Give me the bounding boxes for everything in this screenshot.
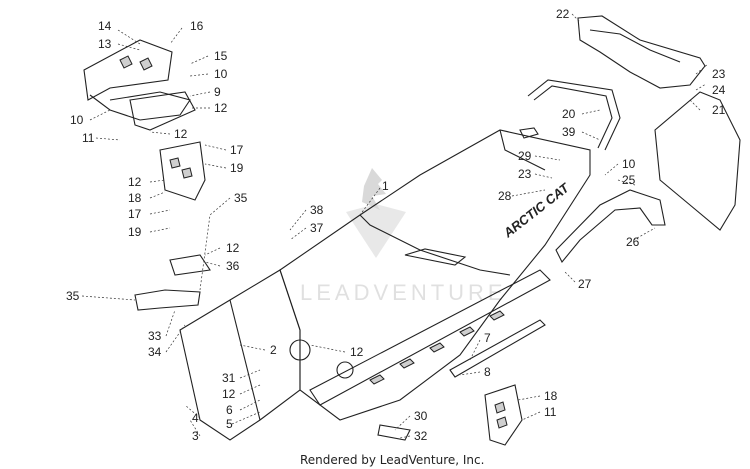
callout-37: 37 xyxy=(310,221,324,235)
callout-25: 25 xyxy=(622,173,636,187)
tunnel xyxy=(279,127,591,421)
side-panel xyxy=(654,91,741,231)
footrest-plate xyxy=(159,141,206,201)
lower-bracket xyxy=(377,424,411,441)
rear-plate xyxy=(484,384,523,446)
callout-12: 12 xyxy=(222,387,236,401)
hood-panel xyxy=(577,15,706,89)
callout-18: 18 xyxy=(128,191,142,205)
callout-12: 12 xyxy=(214,101,228,115)
watermark-text: LEADVENTURE xyxy=(300,280,507,305)
callout-16: 16 xyxy=(190,19,204,33)
callout-18: 18 xyxy=(544,389,558,403)
leader-lines xyxy=(81,13,709,439)
callout-14: 14 xyxy=(98,19,112,33)
callout-39: 39 xyxy=(562,125,576,139)
track-guide xyxy=(449,319,546,378)
callout-12: 12 xyxy=(174,127,188,141)
callout-15: 15 xyxy=(214,49,228,63)
callout-23: 23 xyxy=(518,167,532,181)
callout-27: 27 xyxy=(578,277,592,291)
callout-12: 12 xyxy=(128,175,142,189)
callout-12: 12 xyxy=(350,345,364,359)
front-bulkhead xyxy=(179,269,354,441)
callout-11: 11 xyxy=(544,405,557,419)
callout-10: 10 xyxy=(70,113,84,127)
callout-9: 9 xyxy=(214,85,221,99)
callout-19: 19 xyxy=(128,225,142,239)
side-rail xyxy=(309,269,551,406)
callout-10: 10 xyxy=(214,67,228,81)
callout-11: 11 xyxy=(82,131,95,145)
watermark-logo: LEADVENTURE xyxy=(300,168,507,305)
steering-support xyxy=(83,39,191,121)
callout-31: 31 xyxy=(222,371,236,385)
rear-fender xyxy=(555,189,666,264)
callout-10: 10 xyxy=(622,157,636,171)
grab-handle xyxy=(527,79,621,151)
callout-5: 5 xyxy=(226,417,233,431)
callout-26: 26 xyxy=(626,235,640,249)
callout-6: 6 xyxy=(226,403,233,417)
callout-29: 29 xyxy=(518,149,532,163)
callout-33: 33 xyxy=(148,329,162,343)
callout-38: 38 xyxy=(310,203,324,217)
mid-bracket xyxy=(129,91,196,131)
callout-21: 21 xyxy=(712,103,726,117)
callout-17: 17 xyxy=(230,143,244,157)
callout-36: 36 xyxy=(226,259,240,273)
callout-35: 35 xyxy=(66,289,80,303)
callout-3: 3 xyxy=(192,429,199,443)
callout-labels: 14 13 16 15 10 9 12 10 11 12 17 19 12 18… xyxy=(66,7,726,443)
callout-12: 12 xyxy=(226,241,240,255)
callout-34: 34 xyxy=(148,345,162,359)
callout-24: 24 xyxy=(712,83,726,97)
callout-2: 2 xyxy=(270,343,277,357)
callout-28: 28 xyxy=(498,189,512,203)
callout-32: 32 xyxy=(414,429,428,443)
callout-20: 20 xyxy=(562,107,576,121)
callout-23: 23 xyxy=(712,67,726,81)
callout-13: 13 xyxy=(98,37,112,51)
callout-22: 22 xyxy=(556,7,570,21)
callout-7: 7 xyxy=(484,331,491,345)
callout-19: 19 xyxy=(230,161,244,175)
callout-1: 1 xyxy=(382,179,389,193)
callout-35: 35 xyxy=(234,191,248,205)
callout-30: 30 xyxy=(414,409,428,423)
callout-8: 8 xyxy=(484,365,491,379)
callout-17: 17 xyxy=(128,207,142,221)
front-assembly xyxy=(134,254,211,311)
footer-credit: Rendered by LeadVenture, Inc. xyxy=(300,453,484,467)
callout-4: 4 xyxy=(192,411,199,425)
